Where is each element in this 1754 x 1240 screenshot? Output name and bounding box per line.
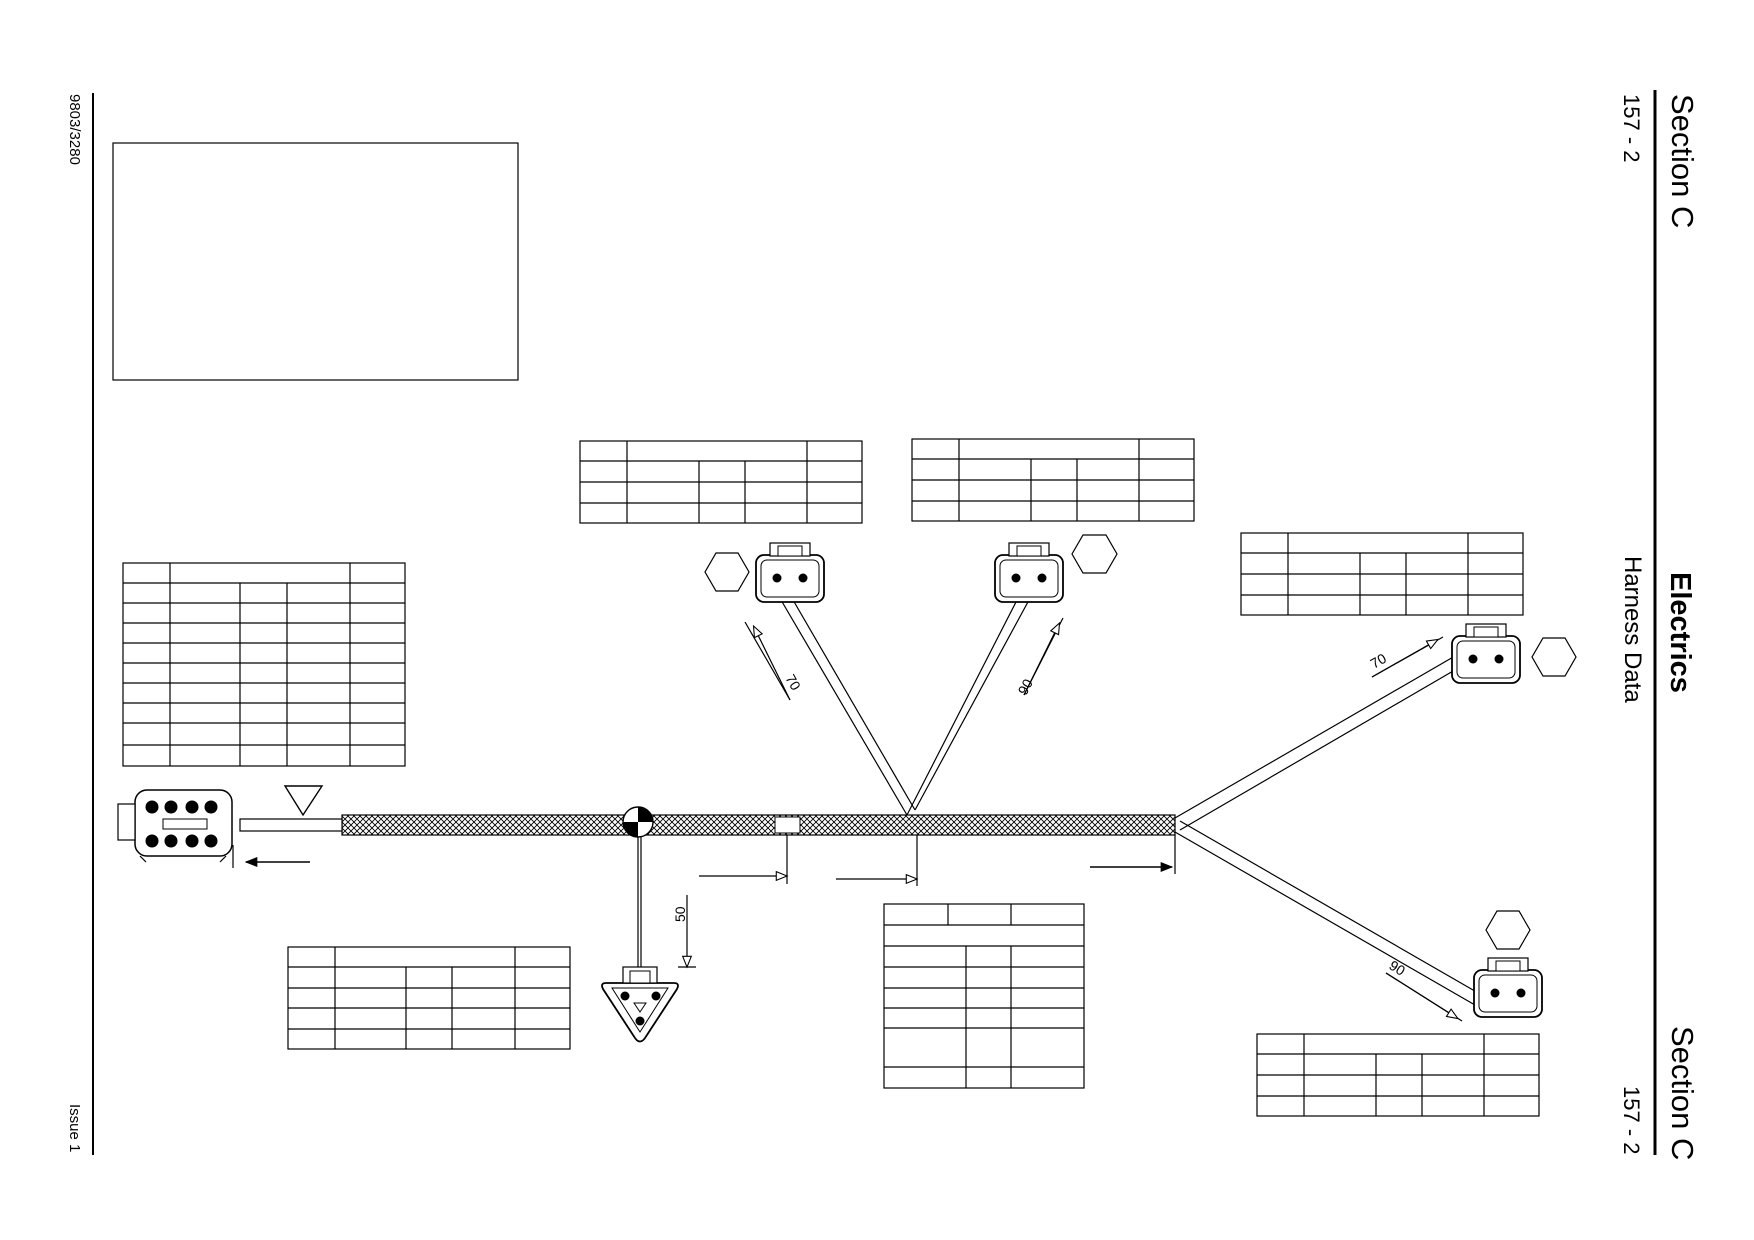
svg-text:90: 90 bbox=[1386, 957, 1408, 979]
dim-branch-top-left: 70 bbox=[744, 621, 804, 701]
branch-lower-right bbox=[1174, 820, 1481, 1006]
connector-8way bbox=[117, 789, 233, 863]
trunk-label-sleeve bbox=[774, 816, 801, 834]
hex-badge-top-center bbox=[1071, 534, 1118, 574]
page-subtitle: Harness Data bbox=[1619, 556, 1646, 703]
dim-branch-lower-right: 90 bbox=[1385, 957, 1463, 1022]
branch-top-left bbox=[780, 599, 916, 816]
issue-label: Issue 1 bbox=[66, 1104, 83, 1152]
branch-top-center bbox=[906, 599, 1030, 816]
main-trunk bbox=[341, 814, 1176, 836]
branch-upper-right bbox=[1174, 655, 1461, 831]
table-main-8way bbox=[122, 562, 406, 767]
table-lower-right bbox=[1256, 1033, 1540, 1117]
page-number-bottom: 157 - 2 bbox=[1619, 1086, 1644, 1155]
breakout-marker bbox=[622, 806, 654, 838]
page-number-top: 157 - 2 bbox=[1619, 94, 1644, 163]
dim-arrow-8way bbox=[232, 845, 310, 868]
table-top-left bbox=[579, 440, 863, 524]
table-top-center bbox=[911, 438, 1195, 522]
svg-text:70: 70 bbox=[782, 672, 804, 694]
notes-box bbox=[112, 142, 519, 381]
section-label-top: Section C bbox=[1665, 94, 1700, 228]
hex-badge-lower-right bbox=[1485, 910, 1531, 950]
connector-top-center bbox=[994, 542, 1064, 603]
dim-branch-upper-right: 70 bbox=[1368, 636, 1444, 678]
trunk-lead-left bbox=[239, 818, 343, 832]
hex-badge-top-left bbox=[704, 552, 750, 592]
table-lower-left bbox=[287, 946, 571, 1050]
table-splice bbox=[883, 903, 1085, 1089]
page-title: Electrics bbox=[1664, 572, 1696, 693]
connector-lower-right bbox=[1473, 957, 1543, 1018]
triangle-marker bbox=[283, 785, 324, 817]
connector-3way bbox=[601, 966, 679, 1043]
connector-top-left bbox=[755, 542, 825, 603]
section-label-bottom: Section C bbox=[1665, 1026, 1700, 1160]
dim-branch-top-center: 90 bbox=[1015, 617, 1064, 697]
svg-text:50: 50 bbox=[672, 906, 688, 922]
svg-text:90: 90 bbox=[1015, 676, 1037, 697]
hex-badge-upper-right bbox=[1531, 637, 1577, 677]
branch-down bbox=[637, 835, 642, 982]
connector-upper-right bbox=[1451, 623, 1521, 684]
dim-arrow-splice-1 bbox=[699, 835, 789, 884]
dim-arrow-splice-2 bbox=[836, 835, 919, 886]
svg-text:70: 70 bbox=[1368, 650, 1390, 672]
table-upper-right bbox=[1240, 532, 1524, 616]
dim-arrow-junction bbox=[1090, 835, 1176, 874]
dim-branch-down: 50 bbox=[672, 895, 696, 969]
document-number: 9803/3280 bbox=[66, 94, 83, 165]
